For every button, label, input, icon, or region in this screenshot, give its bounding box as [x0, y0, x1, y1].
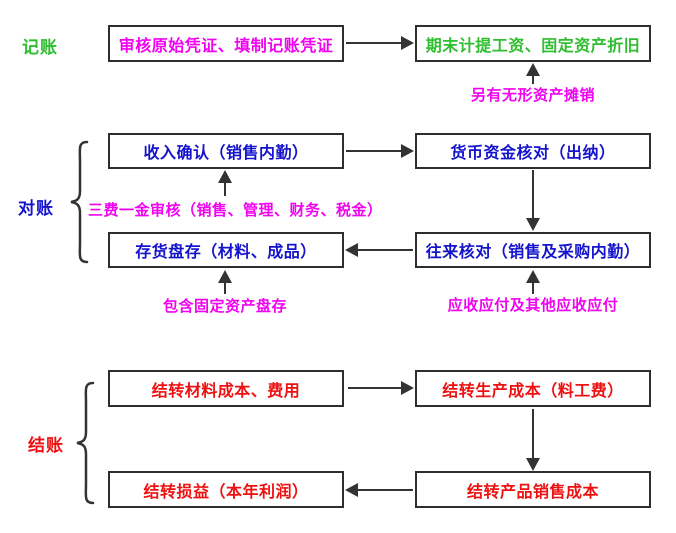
brace-reconciliation: [70, 140, 89, 264]
box-inventory-count: 存货盘存（材料、成品）: [108, 232, 344, 268]
arrow-audit-to-accrual-icon: [346, 36, 414, 50]
arrow-production-to-sales-cost-icon: [526, 409, 540, 471]
box-audit-vouchers: 审核原始凭证、填制记账凭证: [108, 25, 344, 62]
arrow-sales-cost-to-profit-loss-icon: [345, 483, 413, 497]
box-cash-check: 货币资金核对（出纳）: [415, 133, 651, 169]
annotation-includes-fixed-asset-count: 包含固定资产盘存: [162, 297, 287, 315]
section-label-reconciliation: 对账: [18, 199, 54, 219]
box-carryover-sales-cost: 结转产品销售成本: [415, 471, 651, 508]
annotation-receivables-payables: 应收应付及其他应收应付: [447, 296, 619, 314]
box-revenue-recognition: 收入确认（销售内勤）: [108, 133, 344, 169]
arrow-cash-to-current-accounts-icon: [526, 170, 540, 231]
arrow-amortization-up-icon: [526, 63, 540, 84]
annotation-intangible-amortization: 另有无形资产摊销: [470, 86, 595, 104]
annotation-three-fees-review: 三费一金审核（销售、管理、财务、税金）: [88, 201, 383, 219]
box-carryover-profit-loss: 结转损益（本年利润）: [108, 471, 344, 508]
arrow-current-accounts-to-inventory-icon: [345, 243, 413, 257]
arrow-material-to-production-icon: [348, 381, 414, 395]
arrow-three-fees-up-icon: [218, 170, 232, 196]
section-label-closing: 结账: [28, 436, 64, 456]
box-carryover-material-cost: 结转材料成本、费用: [108, 370, 344, 407]
arrow-fixed-asset-up-icon: [218, 270, 232, 294]
arrow-revenue-to-cash-icon: [346, 144, 414, 158]
box-current-accounts-check: 往来核对（销售及采购内勤）: [415, 232, 651, 268]
section-label-bookkeeping: 记账: [22, 38, 58, 58]
box-carryover-production-cost: 结转生产成本（料工费）: [415, 370, 651, 407]
arrow-receivables-up-icon: [526, 270, 540, 294]
brace-closing: [76, 381, 95, 505]
box-period-end-accrual: 期末计提工资、固定资产折旧: [415, 25, 651, 62]
